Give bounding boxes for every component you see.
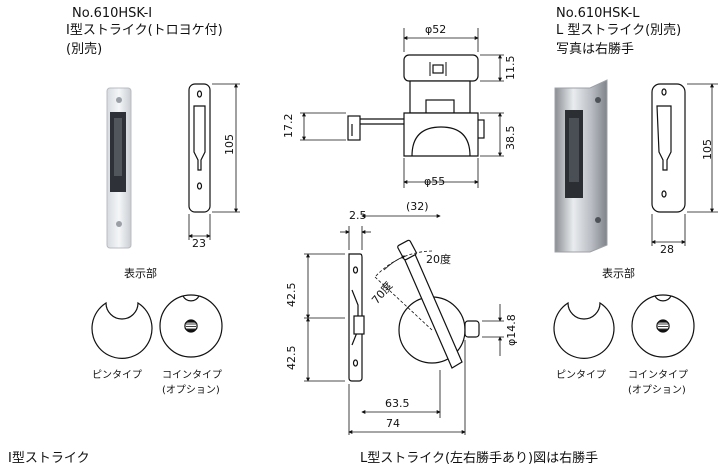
right-height-dim: 105 <box>701 139 714 160</box>
right-photo-note: 写真は右勝手 <box>556 42 635 57</box>
right-width-dim: 28 <box>660 243 674 256</box>
lower-lock-drawing <box>304 214 504 435</box>
plate-width-dim: 2.5 <box>349 209 367 222</box>
left-sold-separately: (別売) <box>66 42 103 57</box>
left-strike-type: Ⅰ型ストライク(トロヨケ付) <box>66 23 223 38</box>
left-side-height-dim: 17.2 <box>282 113 295 139</box>
left-width-dim: 23 <box>192 237 206 250</box>
left-bottom-caption: Ⅰ型ストライク <box>8 451 90 466</box>
left-option-label: (オプション) <box>162 385 220 396</box>
left-pin-type-label: ピンタイプ <box>92 370 142 381</box>
body-height-dim: 38.5 <box>504 125 517 151</box>
left-coin-type-label: コインタイプ <box>162 370 222 381</box>
angle-20-label: 20度 <box>426 253 451 266</box>
right-model-number: No.610HSK-L <box>556 6 640 21</box>
right-display-title: 表示部 <box>602 267 635 280</box>
l-strike-photo <box>554 79 608 253</box>
top-height-dim: 11.5 <box>504 55 517 81</box>
l-strike-drawing <box>651 83 718 246</box>
depth-74-dim: 74 <box>386 417 400 430</box>
left-model-number: No.610HSK-I <box>72 6 153 21</box>
i-strike-drawing <box>188 83 240 240</box>
right-coin-type-label: コインタイプ <box>628 370 688 381</box>
right-display-icons <box>553 294 695 359</box>
left-height-dim: 105 <box>223 134 236 155</box>
right-pin-type-label: ピンタイプ <box>556 370 606 381</box>
knob-diameter-dim: φ14.8 <box>505 314 518 346</box>
depth-63-dim: 63.5 <box>385 397 410 410</box>
right-option-label: (オプション) <box>628 385 686 396</box>
i-strike-photo <box>106 87 132 249</box>
offset-dim: (32) <box>406 200 429 213</box>
top-width-dim: φ52 <box>425 23 447 36</box>
lower-height-dim: 42.5 <box>285 345 298 371</box>
bottom-width-dim: φ55 <box>424 175 446 188</box>
right-strike-type: L 型ストライク(別売) <box>556 23 682 38</box>
left-display-title: 表示部 <box>124 267 157 280</box>
right-bottom-caption: L型ストライク(左右勝手あり)図は右勝手 <box>360 451 599 466</box>
top-lock-drawing <box>300 28 504 188</box>
upper-height-dim: 42.5 <box>285 282 298 308</box>
left-display-icons <box>91 294 223 359</box>
